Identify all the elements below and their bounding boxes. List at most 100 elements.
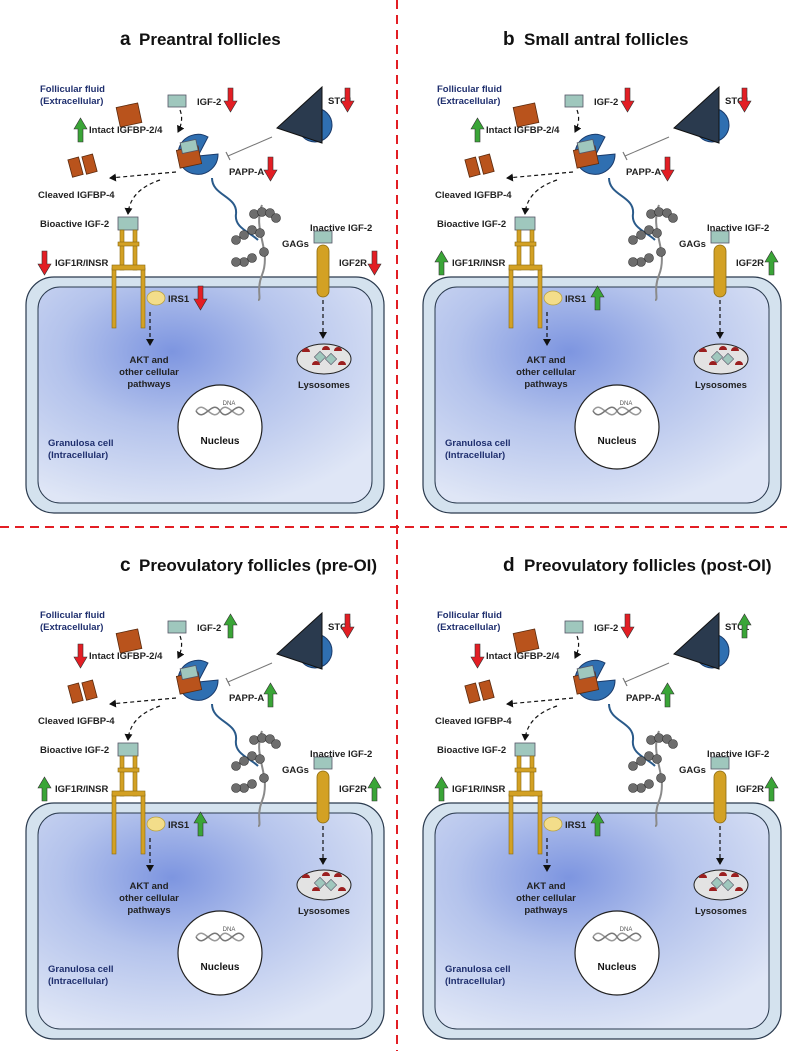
- igf2-label: IGF-2: [197, 97, 221, 108]
- cleaved-igfbp4-label: Cleaved IGFBP-4: [435, 716, 512, 727]
- granulosa-cell-label: Granulosa cell: [445, 964, 510, 975]
- cleaved-igfbp4-label: Cleaved IGFBP-4: [435, 190, 512, 201]
- irs1-up-arrow: [590, 285, 605, 311]
- lysosomes-label: Lysosomes: [695, 380, 747, 391]
- degraded-igf2: [313, 876, 327, 890]
- gag-unit: [628, 235, 638, 245]
- intact-igfbp-label: Intact IGFBP-2/4: [486, 651, 560, 662]
- intact-igfbp-up-arrow: [470, 117, 485, 143]
- release-arrow: [124, 705, 161, 741]
- gag-unit: [247, 253, 257, 263]
- irs1-up-arrow: [193, 811, 208, 837]
- stc1-inhibition-line: [227, 662, 273, 683]
- igf2-molecule: [167, 620, 187, 634]
- igf1r-subunit: [140, 267, 146, 329]
- cleaved-igfbp4-fragment-2: [478, 153, 495, 175]
- lysosomal-enzyme: [719, 346, 727, 350]
- lysosomal-enzyme: [302, 348, 310, 352]
- lysosomes-label: Lysosomes: [695, 906, 747, 917]
- gag-unit: [644, 253, 654, 263]
- follicular-fluid-label: Follicular fluid: [437, 610, 502, 621]
- stc1-down-arrow: [737, 87, 752, 113]
- stc1-up-arrow: [737, 613, 752, 639]
- cleaved-igfbp4-fragment-1: [67, 682, 84, 704]
- akt-line1: AKT and: [526, 355, 565, 366]
- dna-label: DNA: [223, 401, 236, 407]
- gag-unit: [668, 739, 678, 749]
- nucleus-label: Nucleus: [201, 962, 240, 973]
- gag-unit: [249, 209, 259, 219]
- igf2-label: IGF-2: [594, 623, 618, 634]
- panel-title: Preovulatory follicles (pre-OI): [139, 556, 377, 575]
- lysosomal-enzyme: [338, 887, 346, 891]
- inactive-igf2-label: Inactive IGF-2: [707, 749, 769, 760]
- gag-unit: [656, 247, 666, 257]
- igf2-binding-arrow: [574, 109, 582, 133]
- lysosomal-enzyme: [735, 887, 743, 891]
- igf2-in-complex: [179, 664, 199, 681]
- gag-unit: [656, 773, 666, 783]
- inhibition-bar: [622, 151, 628, 161]
- gag-unit: [255, 754, 265, 764]
- igf1r-bridge: [508, 264, 543, 271]
- igf1r-subunit: [132, 229, 138, 271]
- nucleus-label: Nucleus: [598, 962, 637, 973]
- gag-unit: [259, 247, 269, 257]
- igf1r-subunit: [516, 229, 522, 271]
- lysosomal-enzyme: [709, 361, 717, 365]
- granulosa-cell-label: Granulosa cell: [48, 438, 113, 449]
- inactive-igf2-molecule: [710, 756, 730, 770]
- gag-unit: [636, 230, 646, 240]
- akt-line1: AKT and: [129, 881, 168, 892]
- akt-line2: other cellular: [119, 893, 179, 904]
- cleaved-igfbp4-fragment-2: [81, 153, 98, 175]
- cleaved-igfbp4-fragment-1: [67, 156, 84, 178]
- cleaved-igfbp4-fragment-2: [81, 679, 98, 701]
- stc1-molecule: [276, 85, 323, 144]
- lysosomal-enzyme: [699, 874, 707, 878]
- granulosa-cell-label: Granulosa cell: [445, 438, 510, 449]
- dna-strand-2: [195, 932, 245, 942]
- akt-line1: AKT and: [526, 881, 565, 892]
- igf2r-receptor: [713, 770, 727, 824]
- gag-unit: [636, 756, 646, 766]
- bioactive-igf2-label: Bioactive IGF-2: [40, 219, 109, 230]
- igf1r-insr-label: IGF1R/INSR: [452, 784, 505, 795]
- intact-igfbp-label: Intact IGFBP-2/4: [486, 125, 560, 136]
- dna-label: DNA: [620, 927, 633, 933]
- igf2-down-arrow: [620, 613, 635, 639]
- nucleus: [574, 910, 660, 996]
- inactive-igf2-molecule: [710, 230, 730, 244]
- igf1r-subunit: [508, 793, 514, 855]
- nucleus: [177, 384, 263, 470]
- igf1r-subunit: [529, 229, 535, 271]
- gag-backbone: [257, 730, 266, 827]
- igf1r-subunit: [537, 793, 543, 855]
- nucleus-label: Nucleus: [598, 436, 637, 447]
- cleaved-igfbp4-label: Cleaved IGFBP-4: [38, 716, 115, 727]
- cleaved-igfbp4-fragment-1: [464, 682, 481, 704]
- igf2-down-arrow: [223, 87, 238, 113]
- lysosomal-enzyme: [334, 873, 342, 877]
- igf1r-crosslink: [514, 767, 537, 773]
- extracellular-label: (Extracellular): [437, 96, 500, 107]
- igf1r-bridge: [111, 264, 146, 271]
- intact-igfbp-up-arrow: [73, 117, 88, 143]
- intact-igfbp-label: Intact IGFBP-2/4: [89, 651, 163, 662]
- bioactive-igf2-molecule: [117, 742, 139, 757]
- release-arrow: [124, 179, 161, 215]
- igf1r-insr-label: IGF1R/INSR: [452, 258, 505, 269]
- igf2-binding-arrow: [574, 635, 582, 659]
- gag-unit: [257, 207, 267, 217]
- gag-unit: [628, 257, 638, 267]
- panel-title: Preantral follicles: [139, 30, 281, 49]
- inhibition-bar: [225, 151, 231, 161]
- igf2r-up-arrow: [764, 250, 779, 276]
- lysosomal-enzyme: [709, 887, 717, 891]
- panel-letter: a: [120, 29, 131, 50]
- igf2r-up-arrow: [367, 776, 382, 802]
